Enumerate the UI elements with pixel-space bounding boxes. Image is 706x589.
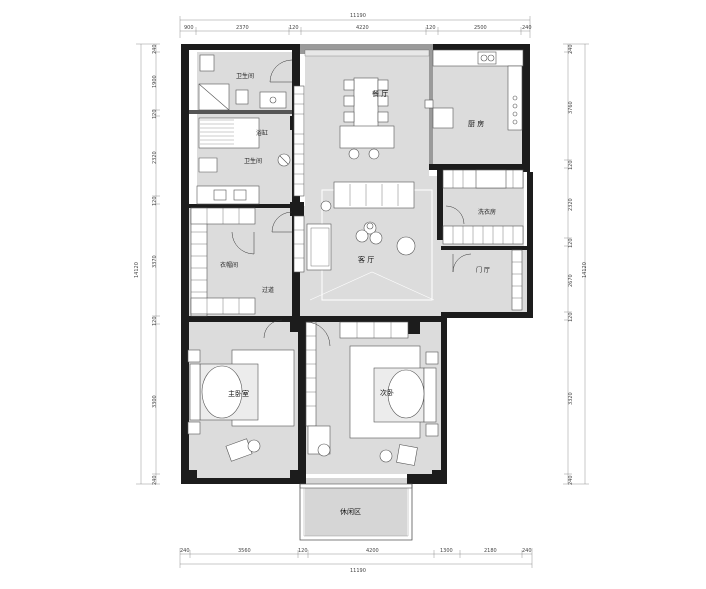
label-living: 客 厅 <box>358 255 374 264</box>
dim-left-seg-8: 3300 <box>152 395 158 408</box>
dim-left-seg-5: 120 <box>152 196 158 206</box>
doors <box>231 59 472 347</box>
dim-right-seg-2: 3760 <box>568 101 574 114</box>
toilet-fixture <box>199 54 215 72</box>
bathtub <box>198 117 260 149</box>
dim-bottom-seg-2: 3560 <box>238 548 251 554</box>
dim-bottom-seg-4: 4200 <box>366 548 379 554</box>
dim-bottom-seg-5: 1300 <box>440 548 453 554</box>
dim-right-total: 14120 <box>582 262 588 278</box>
dim-right-seg-1: 240 <box>568 44 574 54</box>
dim-top-seg-3: 120 <box>289 25 299 31</box>
label-wash: 卫生间 <box>244 157 262 165</box>
dim-right-seg-9: 240 <box>568 475 574 485</box>
dim-top-seg-5: 120 <box>426 25 436 31</box>
dim-top-seg-1: 900 <box>184 25 194 31</box>
label-entry: 门 厅 <box>476 266 490 274</box>
label-toilet: 卫生间 <box>236 72 254 80</box>
dim-left-seg-3: 120 <box>152 109 158 119</box>
dimension-texts: 11190 900 2370 120 4220 120 2500 240 240… <box>134 13 588 574</box>
dim-bottom-seg-6: 2180 <box>484 548 497 554</box>
dim-top-seg-2: 2370 <box>236 25 249 31</box>
dim-right-seg-3: 120 <box>568 160 574 170</box>
label-laundry: 洗衣房 <box>478 208 496 216</box>
furniture <box>187 49 524 541</box>
dim-left-seg-1: 240 <box>152 44 158 54</box>
dim-bottom-seg-1: 240 <box>180 548 190 554</box>
label-balcony: 休闲区 <box>340 507 361 516</box>
dim-right-seg-6: 2670 <box>568 274 574 287</box>
dining-table <box>353 77 379 131</box>
dim-left-seg-4: 2320 <box>152 151 158 164</box>
room-labels: 卫生间 浴缸 卫生间 餐 厅 厨 房 洗衣房 客 厅 衣帽间 过道 门 厅 主卧… <box>220 72 496 516</box>
dim-left-total: 14120 <box>134 262 140 278</box>
toilet-bowl <box>235 89 249 105</box>
label-second: 次卧 <box>380 388 394 397</box>
label-dining: 餐 厅 <box>372 89 388 98</box>
dim-left-seg-9: 240 <box>152 475 158 485</box>
dim-bottom-seg-7: 240 <box>522 548 532 554</box>
dim-top-total: 11190 <box>350 13 366 19</box>
label-corridor: 过道 <box>262 286 274 294</box>
dim-top-seg-7: 240 <box>522 25 532 31</box>
dim-right-seg-7: 120 <box>568 312 574 322</box>
wash-counter <box>196 185 260 205</box>
label-cloak: 衣帽间 <box>220 261 238 269</box>
dim-left-seg-7: 120 <box>152 316 158 326</box>
side-table <box>396 236 416 256</box>
dim-bottom-total: 11190 <box>350 568 366 574</box>
label-master: 主卧室 <box>228 389 249 398</box>
dim-left-seg-2: 1900 <box>152 75 158 88</box>
label-bath: 浴缸 <box>256 129 268 137</box>
dim-top-seg-6: 2500 <box>474 25 487 31</box>
dim-right-seg-5: 120 <box>568 238 574 248</box>
bar-counter <box>339 125 395 149</box>
dim-top-seg-4: 4220 <box>356 25 369 31</box>
sofa <box>333 181 415 209</box>
dim-right-seg-8: 3320 <box>568 392 574 405</box>
dim-bottom-seg-3: 120 <box>298 548 308 554</box>
label-kitchen: 厨 房 <box>468 119 484 128</box>
dim-left-seg-6: 3370 <box>152 255 158 268</box>
dim-right-seg-4: 2320 <box>568 198 574 211</box>
dimension-lines <box>136 16 589 568</box>
